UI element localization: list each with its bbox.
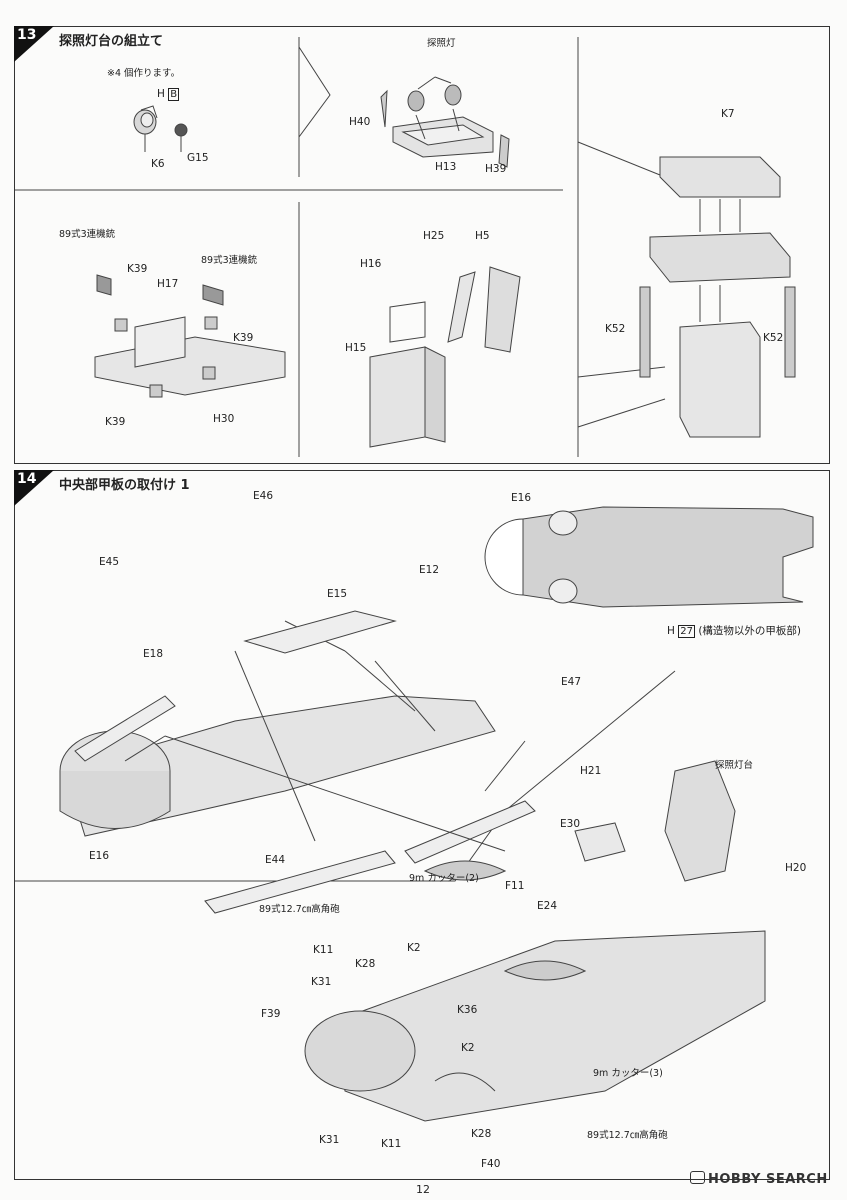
label-h15: H15 [345, 342, 367, 354]
label-e30: E30 [560, 818, 580, 830]
label-k39-right: K39 [233, 332, 254, 344]
label-h27-prefix: H [667, 625, 675, 637]
label-k7: K7 [721, 108, 735, 120]
page-number: 12 [416, 1183, 430, 1196]
label-f40: F40 [481, 1158, 501, 1170]
label-h5: H5 [475, 230, 490, 242]
label-k6: K6 [151, 158, 165, 170]
label-h25: H25 [423, 230, 445, 242]
label-h27-desc: (構造物以外の甲板部) [698, 625, 802, 637]
label-h13: H13 [435, 161, 457, 173]
label-e18: E18 [143, 648, 163, 660]
step-14-number: 14 [17, 471, 37, 487]
watermark-text: HOBBY SEARCH [708, 1172, 828, 1187]
label-e46: E46 [253, 490, 273, 502]
step-13-number: 13 [17, 27, 37, 43]
label-searchlight: 探照灯 [427, 38, 456, 49]
label-k2-bottom: K2 [461, 1042, 475, 1054]
label-mg89-left: 89式3連機銃 [59, 229, 116, 240]
label-e16-main: E16 [89, 850, 109, 862]
label-h27-box: 27 [678, 625, 695, 638]
label-h39: H39 [485, 163, 507, 175]
label-e24: E24 [537, 900, 557, 912]
label-g15: G15 [187, 152, 209, 164]
label-k28-bottom: K28 [471, 1128, 492, 1140]
label-k52-left: K52 [605, 323, 626, 335]
label-f11: F11 [505, 880, 525, 892]
label-h21: H21 [580, 765, 602, 777]
label-e45: E45 [99, 556, 119, 568]
label-e44: E44 [265, 854, 285, 866]
label-k52-right: K52 [763, 332, 784, 344]
label-f39: F39 [261, 1008, 281, 1020]
label-mg89-right: 89式3連機銃 [201, 255, 258, 266]
label-gun89-top: 89式12.7㎝高角砲 [259, 904, 340, 915]
label-h20: H20 [785, 862, 807, 874]
label-k36: K36 [457, 1004, 478, 1016]
label-e16-overview: E16 [511, 492, 531, 504]
step-13-illustrations [15, 37, 796, 457]
camera-icon [690, 1171, 705, 1184]
label-searchlight-platform: 探照灯台 [715, 760, 754, 771]
watermark: HOBBY SEARCH [690, 1171, 828, 1187]
label-h-b: H B [157, 88, 180, 101]
label-e12: E12 [419, 564, 439, 576]
step-13-title: 探照灯台の組立て [59, 34, 164, 49]
label-k11-bottom: K11 [381, 1138, 402, 1150]
label-k2-top: K2 [407, 942, 421, 954]
label-h17: H17 [157, 278, 179, 290]
step-14-panel: 14 中央部甲板の取付け 1 [14, 470, 830, 1180]
label-b-box: B [168, 88, 180, 101]
label-h27: H 27 (構造物以外の甲板部) [667, 625, 801, 638]
label-k28-top: K28 [355, 958, 376, 970]
label-k31-top: K31 [311, 976, 332, 988]
step-13-note: ※4 個作ります。 [107, 68, 181, 79]
label-cutter-3: 9m カッター(3) [593, 1068, 663, 1079]
label-k39-bottom: K39 [105, 416, 126, 428]
label-h40: H40 [349, 116, 371, 128]
step-13-panel: 13 探照灯台の組立て [14, 26, 830, 464]
label-cutter-2: 9m カッター(2) [409, 873, 479, 884]
label-k39-top: K39 [127, 263, 148, 275]
label-k11-top: K11 [313, 944, 334, 956]
label-e15: E15 [327, 588, 347, 600]
label-gun89-bottom: 89式12.7㎝高角砲 [587, 1130, 668, 1141]
step-14-illustrations [15, 506, 814, 1122]
label-h16: H16 [360, 258, 382, 270]
label-k31-bottom: K31 [319, 1134, 340, 1146]
step-14-title: 中央部甲板の取付け 1 [59, 478, 190, 493]
label-h30: H30 [213, 413, 235, 425]
label-e47: E47 [561, 676, 581, 688]
label-h-prefix: H [157, 88, 165, 100]
